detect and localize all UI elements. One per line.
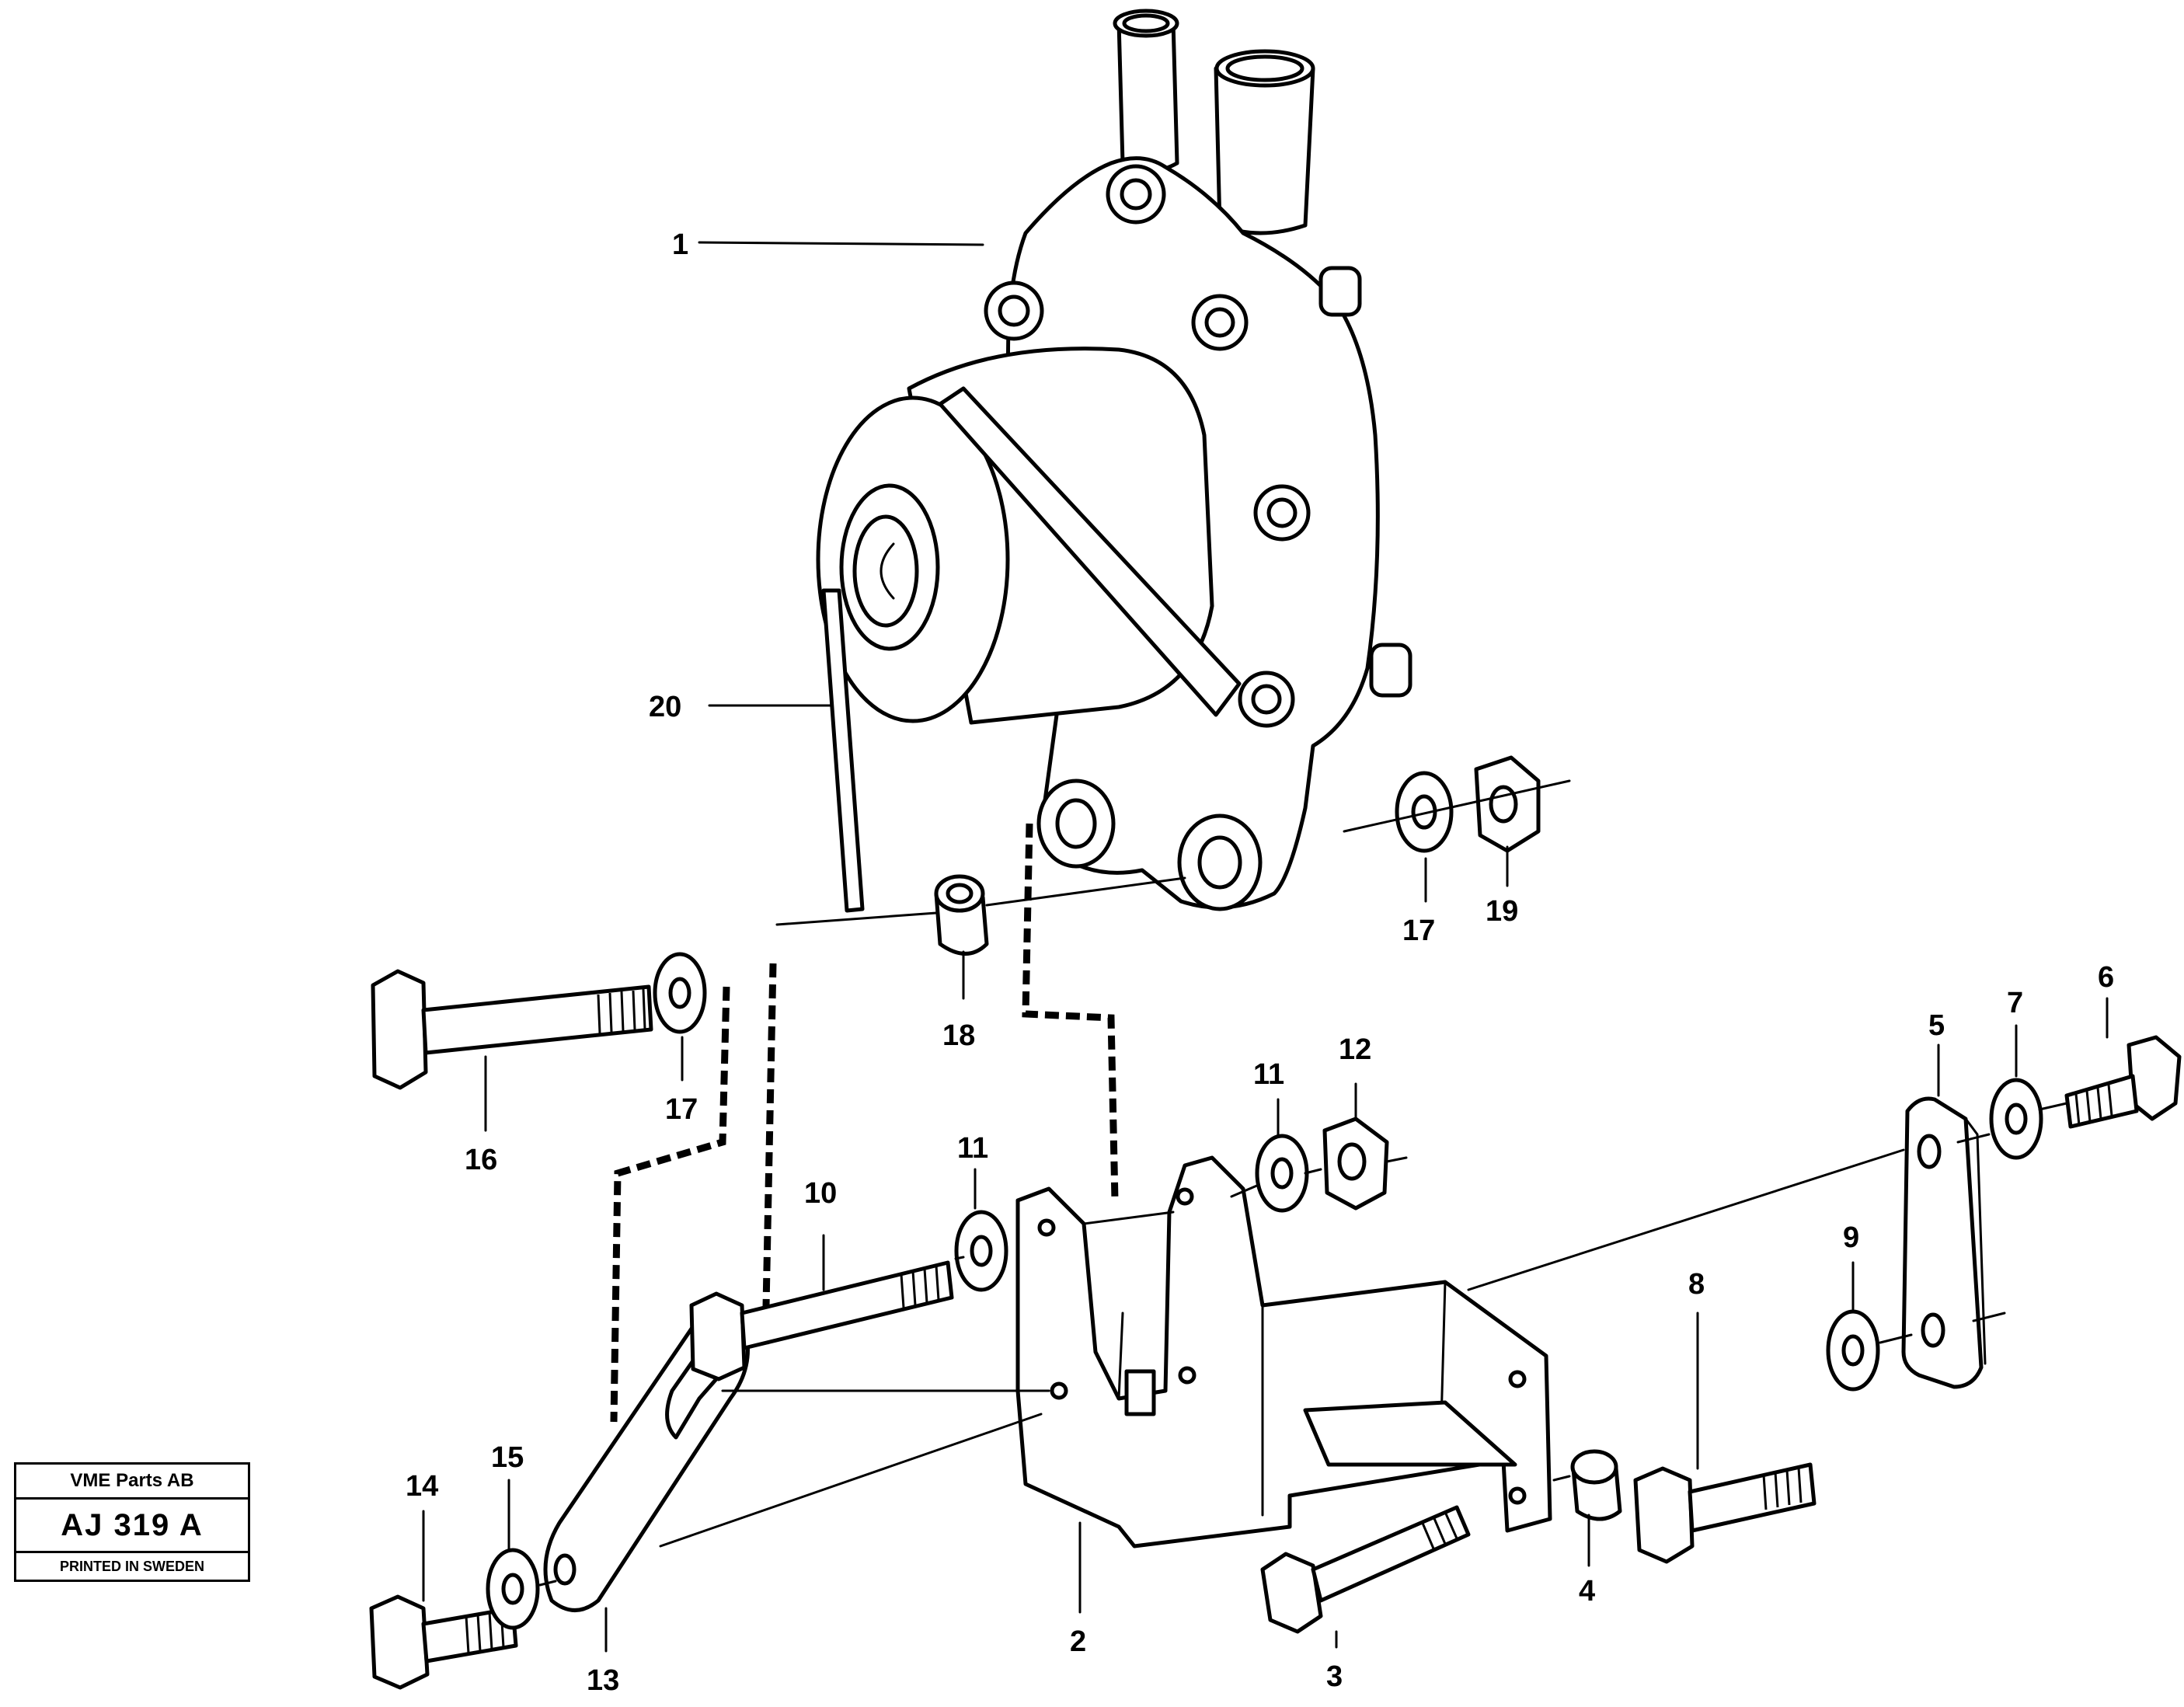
washer-11-upper bbox=[1255, 1134, 1309, 1213]
callout-9: 9 bbox=[1843, 1221, 1859, 1254]
callout-3: 3 bbox=[1326, 1660, 1343, 1693]
callout-2: 2 bbox=[1070, 1625, 1086, 1658]
callout-13: 13 bbox=[587, 1664, 619, 1697]
water-pump-housing bbox=[816, 9, 1412, 911]
callout-12: 12 bbox=[1339, 1033, 1371, 1066]
callout-18: 18 bbox=[942, 1019, 975, 1052]
company-name: VME Parts AB bbox=[16, 1465, 248, 1500]
bolt-10 bbox=[689, 1260, 954, 1381]
printed-note: PRINTED IN SWEDEN bbox=[59, 1559, 204, 1574]
bushing-18 bbox=[934, 874, 989, 956]
bolt-3 bbox=[1260, 1505, 1471, 1634]
washer-11-lower bbox=[954, 1210, 1008, 1292]
callout-leader-lines bbox=[422, 241, 2109, 1653]
washer-17-upper bbox=[1395, 771, 1454, 853]
callout-19: 19 bbox=[1486, 895, 1518, 928]
callout-6: 6 bbox=[2098, 961, 2114, 994]
callout-14: 14 bbox=[406, 1470, 438, 1503]
callout-7: 7 bbox=[2007, 987, 2023, 1019]
bolt-8 bbox=[1633, 1462, 1817, 1564]
bolt-16 bbox=[371, 969, 653, 1090]
nut-12 bbox=[1322, 1117, 1389, 1211]
bolt-6 bbox=[2064, 1035, 2182, 1129]
bolt-14 bbox=[369, 1594, 518, 1690]
assembly-alignment-lines bbox=[610, 823, 1119, 1423]
drawing-title-block: VME Parts AB AJ 319 A PRINTED IN SWEDEN bbox=[14, 1462, 250, 1582]
callout-20: 20 bbox=[649, 691, 681, 723]
callout-11-upper: 11 bbox=[1253, 1058, 1284, 1091]
drive-belt bbox=[821, 588, 865, 913]
callout-15: 15 bbox=[491, 1441, 524, 1474]
drawing-code: AJ 319 A bbox=[16, 1500, 248, 1553]
callout-4: 4 bbox=[1579, 1575, 1595, 1608]
callout-1: 1 bbox=[672, 228, 688, 261]
spacer-4 bbox=[1570, 1449, 1622, 1521]
callout-17-lower: 17 bbox=[665, 1093, 698, 1126]
nut-19 bbox=[1474, 755, 1541, 853]
callout-11-lower: 11 bbox=[957, 1132, 988, 1165]
washer-17-lower bbox=[653, 952, 707, 1034]
callout-10: 10 bbox=[804, 1177, 837, 1210]
callout-5: 5 bbox=[1928, 1009, 1945, 1042]
assembly-axis-lines bbox=[538, 779, 2068, 1587]
washer-15 bbox=[486, 1548, 540, 1630]
adjusting-link bbox=[1901, 1096, 1987, 1389]
washer-9 bbox=[1826, 1309, 1880, 1392]
callout-numbers: 1 20 17 19 18 16 17 11 12 10 11 5 7 6 9 … bbox=[406, 228, 2114, 1697]
washer-7 bbox=[1989, 1078, 2043, 1160]
mounting-bracket bbox=[1015, 1155, 1552, 1548]
callout-16: 16 bbox=[465, 1144, 497, 1176]
callout-8: 8 bbox=[1688, 1268, 1705, 1301]
callout-17-upper: 17 bbox=[1402, 914, 1435, 947]
